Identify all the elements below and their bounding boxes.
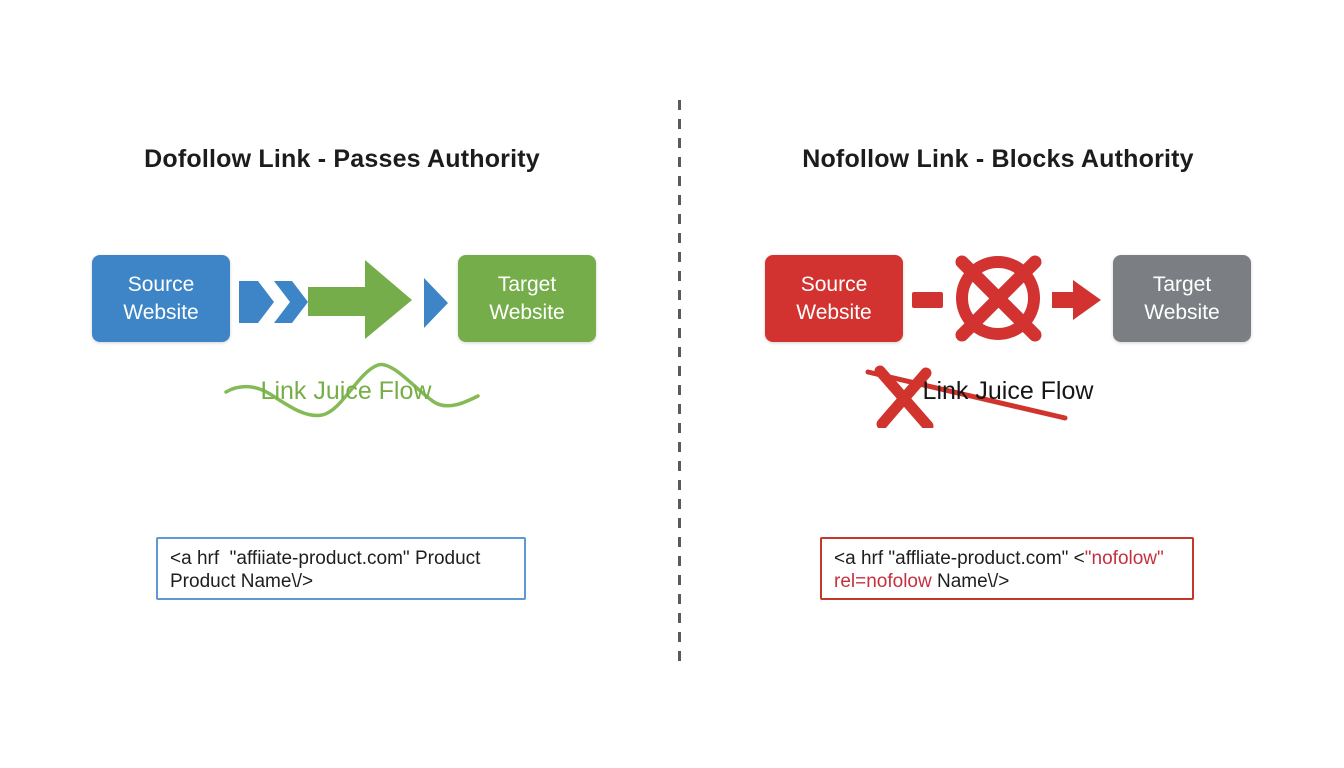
nofollow-code-line2-red: rel=nofolow: [834, 571, 932, 592]
dofollow-title: Dofollow Link - Passes Authority: [144, 145, 540, 173]
nofollow-source-box: Source Website: [765, 255, 903, 342]
nofollow-code-snippet: <a hrf "affliate-product.com" <"nofolow"…: [820, 537, 1194, 600]
nofollow-target-line2: Website: [1144, 300, 1220, 324]
dofollow-target-line2: Website: [489, 300, 565, 324]
dofollow-code-line1: <a hrf "affiiate-product.com" Product: [170, 548, 481, 569]
dofollow-code-snippet: <a hrf "affiiate-product.com" Product Pr…: [156, 537, 526, 600]
dofollow-flow-arrow-icon: [239, 260, 448, 339]
dofollow-target-box: Target Website: [458, 255, 596, 342]
nofollow-target-line1: Target: [1152, 272, 1212, 296]
nofollow-title: Nofollow Link - Blocks Authority: [802, 145, 1194, 173]
crossed-out-x-icon: [865, 365, 1068, 428]
dofollow-source-line1: Source: [127, 272, 195, 296]
nofollow-code-line2-black: Name\/>: [931, 571, 1010, 592]
nofollow-blocked-icon: [912, 255, 1101, 342]
nofollow-target-box: Target Website: [1113, 255, 1251, 342]
link-juice-wave-icon: [224, 362, 480, 418]
nofollow-flow-label: Link Juice Flow: [922, 377, 1094, 405]
dofollow-code-line2: Product Name\/>: [170, 571, 314, 592]
dofollow-source-box: Source Website: [92, 255, 230, 342]
center-divider: [678, 100, 681, 662]
nofollow-source-line1: Source: [800, 272, 868, 296]
dofollow-flow-label: Link Juice Flow: [260, 377, 432, 405]
nofollow-code-line1-black: <a hrf "affliate-product.com" <: [834, 548, 1085, 569]
nofollow-code-line1: <a hrf "affliate-product.com" <"nofolow": [834, 547, 1180, 570]
nofollow-code-line2: rel=nofolow Name\/>: [834, 570, 1180, 593]
dofollow-target-line1: Target: [497, 272, 557, 296]
nofollow-code-line1-red: "nofolow": [1084, 548, 1164, 569]
dofollow-source-line2: Website: [123, 300, 199, 324]
nofollow-source-line2: Website: [796, 300, 872, 324]
